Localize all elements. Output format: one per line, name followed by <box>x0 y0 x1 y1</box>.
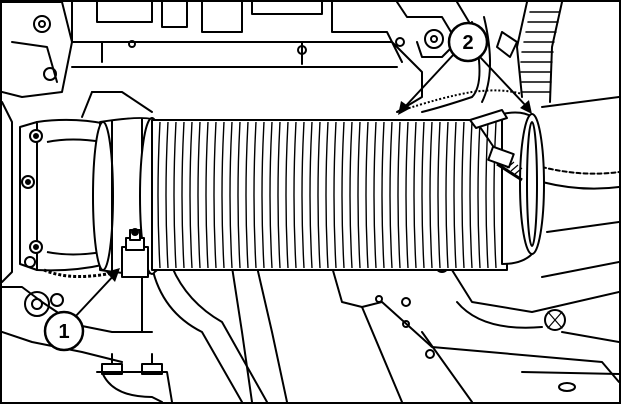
hose-cuff-right <box>501 111 545 265</box>
callout-2-leader-right <box>479 56 529 109</box>
inlet-flange <box>19 118 118 279</box>
callout-2-leader-left <box>401 53 455 111</box>
callout-1: 1 <box>43 268 120 352</box>
corrugated-air-hose <box>151 119 508 271</box>
wire-harness <box>396 89 523 113</box>
callout-2-circle <box>447 21 489 63</box>
callout-2: 2 <box>398 21 532 115</box>
hose-clamp-right <box>469 109 523 182</box>
callout-2-label: 2 <box>462 32 473 54</box>
callout-2-arrowhead-left <box>398 101 411 115</box>
callout-1-label: 1 <box>58 321 69 343</box>
callout-1-circle <box>43 310 85 352</box>
clamp-bolt-left <box>121 228 149 278</box>
callout-2-arrowhead-right <box>520 100 532 114</box>
callout-1-leader <box>73 271 118 319</box>
callout-1-arrowhead <box>106 268 120 282</box>
